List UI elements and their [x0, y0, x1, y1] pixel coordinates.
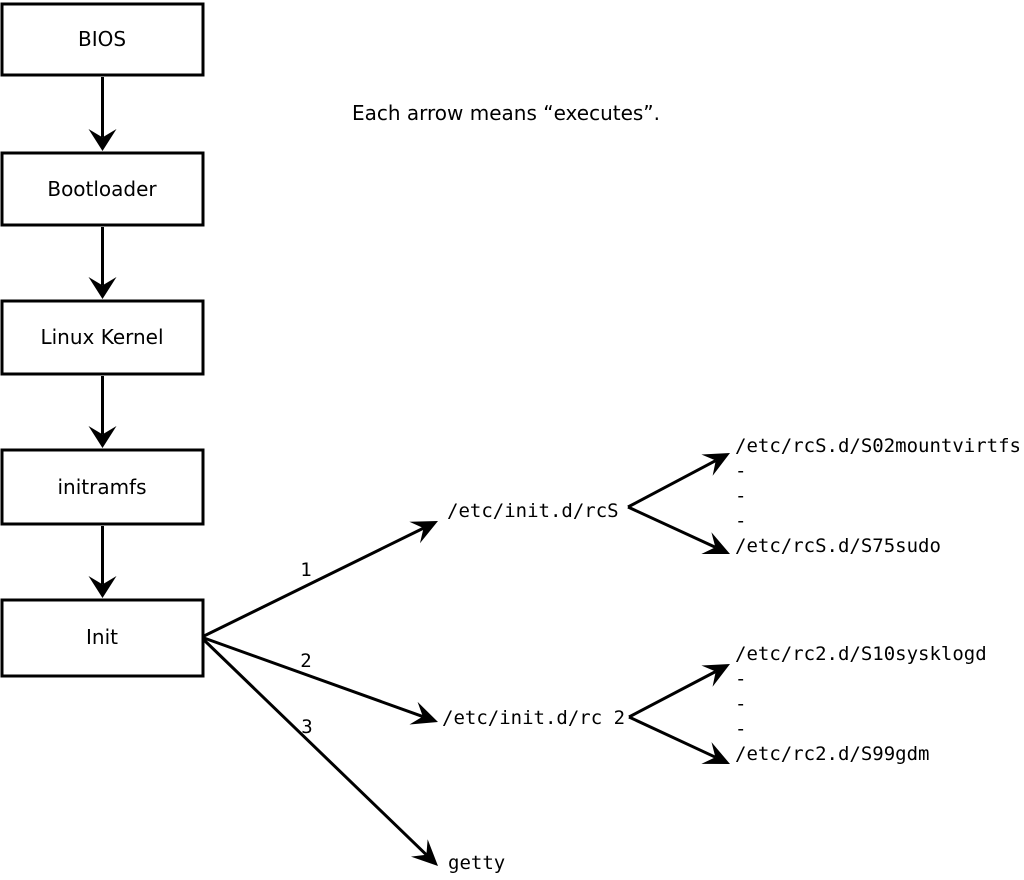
node-linux-kernel-box [0, 299, 205, 376]
node-bios-box [0, 2, 205, 77]
edge-init-rcS-arrow [203, 521, 438, 638]
node-init-label: Init [86, 625, 118, 649]
node-linux-kernel: Linux Kernel [0, 299, 205, 376]
edge-rcS-last-script-arrow [627, 505, 730, 555]
edge-rc2-first-script-arrow [628, 664, 730, 719]
rcS-script-ellipsis-2: - [735, 485, 746, 507]
target-rc2-label: /etc/init.d/rc 2 [442, 707, 625, 729]
rcS-script-ellipsis-3: - [735, 510, 746, 532]
node-initramfs: initramfs [0, 448, 205, 526]
node-bootloader-box [0, 151, 205, 227]
edge-initramfs-init-arrow [88, 526, 117, 598]
rcS-script-ellipsis-1: - [735, 460, 746, 482]
node-init: Init [0, 598, 205, 678]
edge-rcS-first-script-arrow [627, 453, 730, 509]
target-getty-label: getty [448, 852, 505, 874]
rc2-script-ellipsis-2: - [735, 693, 746, 715]
rc2-script-first: /etc/rc2.d/S10sysklogd [735, 643, 987, 665]
edge-order-2: 2 [300, 650, 311, 672]
edge-order-1: 1 [300, 559, 311, 581]
edge-init-getty-arrow [202, 638, 438, 866]
rcS-script-last: /etc/rcS.d/S75sudo [735, 535, 941, 557]
arrow-meaning-note: Each arrow means “executes”. [352, 101, 660, 125]
edge-kernel-initramfs-arrow [88, 376, 117, 448]
edge-order-3: 3 [301, 716, 312, 738]
edge-bootloader-kernel-arrow [88, 227, 117, 299]
rc2-script-ellipsis-3: - [735, 718, 746, 740]
node-bios: BIOS [0, 2, 205, 77]
edge-init-rc2-arrow [203, 636, 438, 725]
edge-rc2-last-script-arrow [628, 715, 730, 764]
rc2-script-last: /etc/rc2.d/S99gdm [735, 743, 929, 765]
node-initramfs-label: initramfs [57, 475, 146, 499]
node-bootloader: Bootloader [0, 151, 205, 227]
target-rcS-label: /etc/init.d/rcS [447, 500, 619, 522]
rcS-script-first: /etc/rcS.d/S02mountvirtfs [735, 435, 1021, 457]
node-initramfs-box [0, 448, 205, 526]
node-linux-kernel-label: Linux Kernel [40, 325, 163, 349]
node-bootloader-label: Bootloader [47, 177, 157, 201]
edge-bios-bootloader-arrow [88, 77, 117, 151]
node-init-box [0, 598, 205, 678]
rc2-script-ellipsis-1: - [735, 668, 746, 690]
node-bios-label: BIOS [78, 27, 126, 51]
